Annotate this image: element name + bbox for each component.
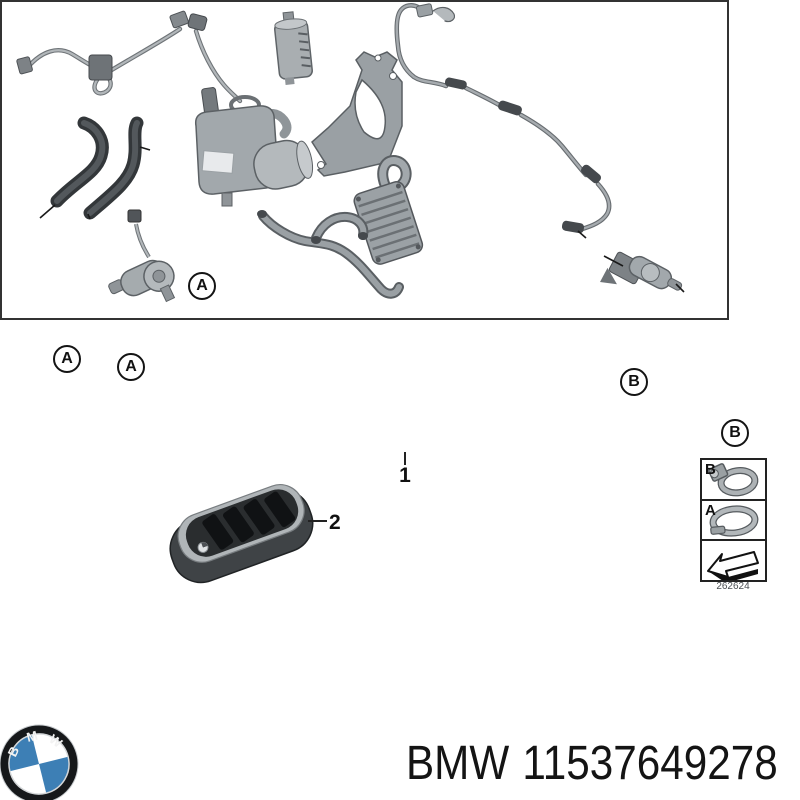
intake-silencer-drawing [274,11,313,85]
product-image[interactable]: A A A B B 1 [0,0,800,660]
bmw-roundel-icon: B M W [0,724,79,800]
hose-clamp-large-icon [709,505,759,537]
legend-row-b: B [702,460,765,499]
callout-leader-lines [39,146,685,293]
parts-diagram-drawing [16,3,685,303]
legend-row-b-label: B [705,461,716,478]
hose-clamp-small-icon [708,463,759,497]
parts-diagram-panel [0,0,729,320]
callout-a-3: A [117,353,145,381]
callout-b-2: B [721,419,749,447]
item-2-label: 2 [329,511,341,534]
part-number: 11537649278 [522,737,778,790]
direction-arrow-icon [707,551,759,581]
part-number-line: BMW 11537649278 [406,736,778,791]
item-1-pointer-line [404,452,406,465]
item-1-label: 1 [399,464,411,487]
exhaust-pipe-drawing [257,210,404,299]
callout-a-1: A [188,272,216,300]
mounting-bracket-drawing [311,51,403,177]
hardware-legend: B A [700,458,767,582]
legend-row-a-label: A [705,501,716,519]
auxiliary-water-pump-drawing [108,209,176,303]
fuel-line-clip-drawing [415,3,456,23]
legend-row-arrow [702,539,765,581]
brand-name: BMW [406,737,510,790]
fuel-line-drawing [394,3,612,234]
exhaust-muffler-drawing [353,155,424,265]
drawing-number: 262624 [716,581,750,592]
callout-a-2: A [53,345,81,373]
remote-control-drawing [169,484,314,584]
item-2-pointer-line [308,520,327,522]
legend-row-a: A [702,498,765,540]
heater-unit-drawing [194,87,314,207]
callout-b-1: B [620,368,648,396]
logo-letter-m: M [25,728,39,745]
wiring-harness-drawing [16,10,243,104]
coolant-hoses-drawing [50,116,144,220]
fuel-metering-pump-drawing [600,251,683,291]
